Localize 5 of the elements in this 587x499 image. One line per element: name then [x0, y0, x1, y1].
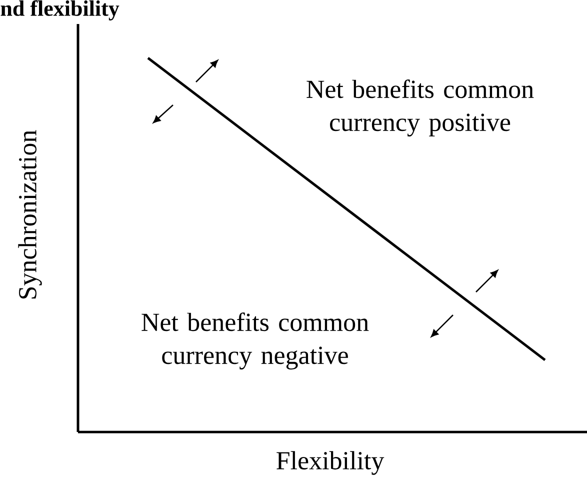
axis-title: Flexibility — [276, 451, 384, 475]
title: nd flexibility — [0, 0, 120, 20]
region-label: Net benefits common currency positive — [306, 80, 534, 136]
axis-title: Synchronization — [18, 130, 42, 298]
region-label: Net benefits common currency negative — [142, 312, 369, 370]
